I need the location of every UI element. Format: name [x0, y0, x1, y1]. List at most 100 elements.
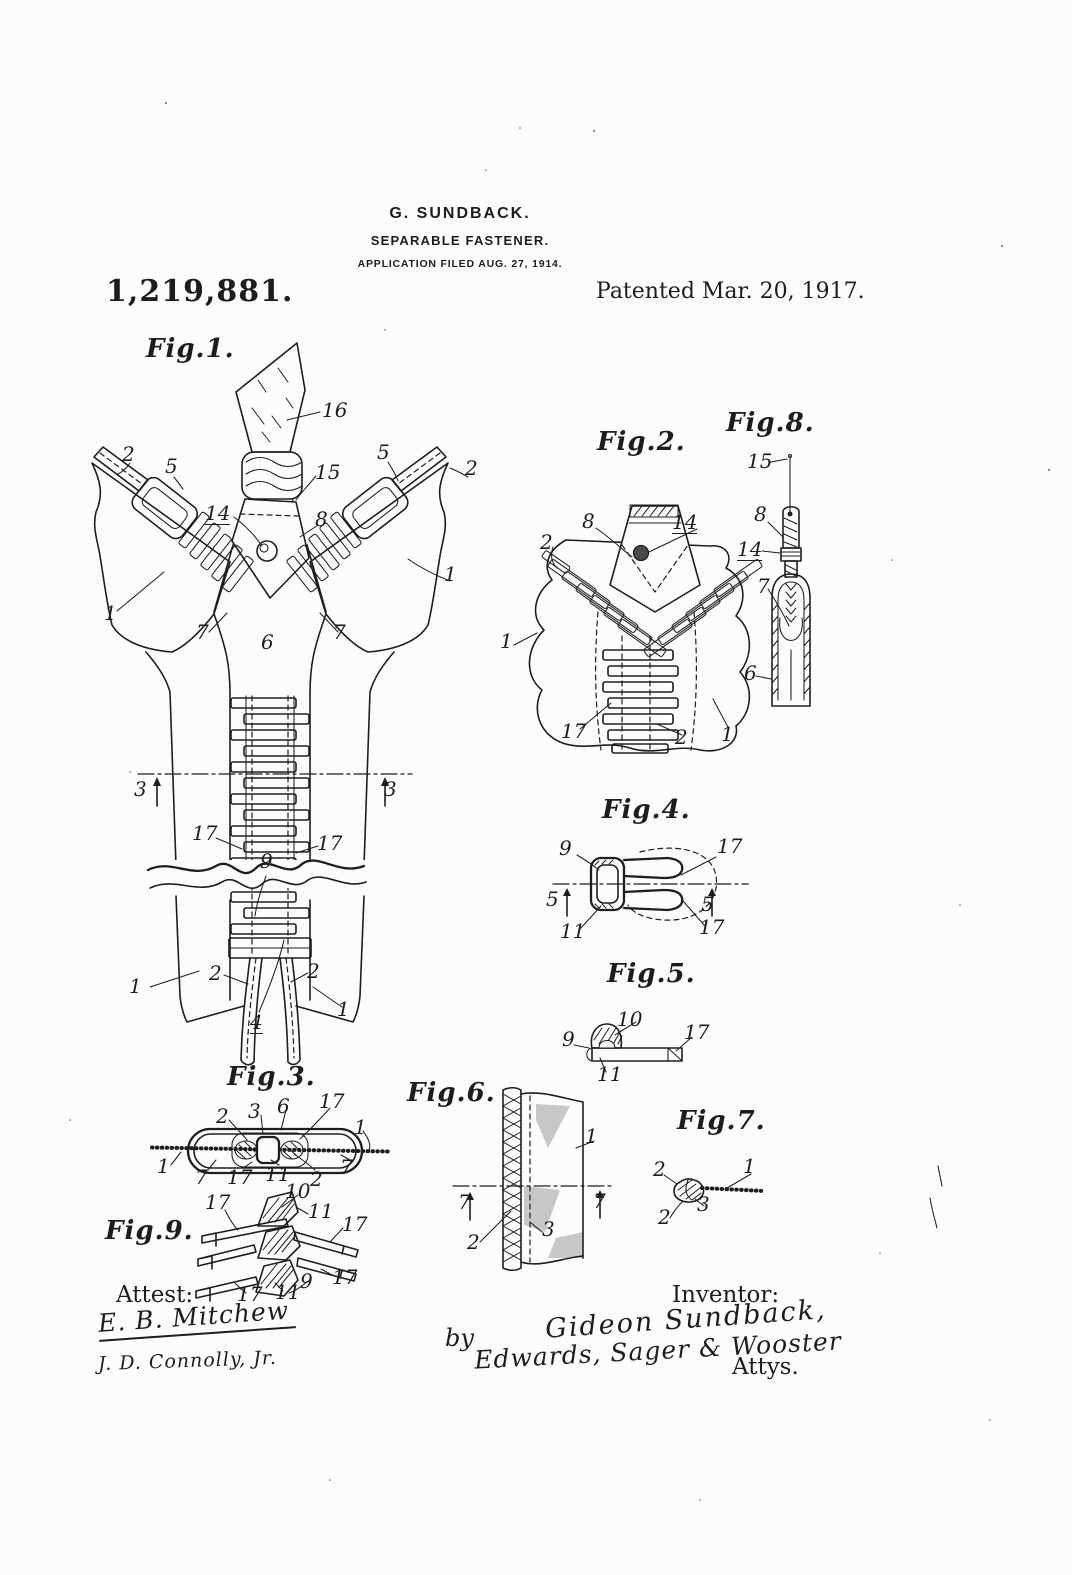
- fig8-ref-6-4: 6: [744, 661, 757, 685]
- fig3-ref-17-3: 17: [319, 1089, 345, 1113]
- fig5-ref-11-3: 11: [597, 1062, 623, 1086]
- fig1-ref-1-21: 1: [337, 997, 350, 1021]
- fig2-ref-14-1: 14: [672, 510, 698, 534]
- fig5-ref-9-1: 9: [562, 1027, 575, 1051]
- fig7-ref-1-1: 1: [743, 1154, 756, 1178]
- fig1-ref-3-13: 3: [134, 777, 147, 801]
- fig8-ref-7-3: 7: [757, 574, 770, 598]
- fig6-ref-7-1: 7: [458, 1190, 471, 1214]
- fig2-ref-2-5: 2: [675, 725, 688, 749]
- patent-date: Patented Mar. 20, 1917.: [596, 279, 865, 304]
- fig1-ref-17-16: 17: [317, 831, 343, 855]
- fig4-title: Fig.4.: [602, 795, 691, 825]
- invention-title-heading: SEPARABLE FASTENER.: [370, 233, 550, 248]
- fig6-title: Fig.6.: [407, 1078, 496, 1108]
- fig2-ref-2-2: 2: [540, 530, 553, 554]
- fig1-title: Fig.1.: [146, 334, 235, 364]
- fig3-ref-7-10: 7: [340, 1155, 353, 1179]
- fig7-ref-3-2: 3: [697, 1192, 710, 1216]
- fig1-ref-3-14: 3: [384, 777, 397, 801]
- fig9-ref-11-6: 11: [275, 1280, 301, 1304]
- fig3-title: Fig.3.: [227, 1062, 316, 1092]
- inventor-name-heading: G. SUNDBACK.: [389, 205, 531, 222]
- scan-specks: [69, 102, 1050, 1501]
- attest-label: Attest:: [116, 1282, 194, 1308]
- patent-number: 1,219,881.: [106, 274, 294, 309]
- fig3-drawing: [150, 1107, 390, 1175]
- inventor-label: Inventor:: [672, 1282, 780, 1308]
- fig2-ref-1-3: 1: [500, 629, 513, 653]
- fig4-drawing: [552, 847, 749, 931]
- fig4-ref-17-5: 17: [699, 915, 725, 939]
- fig2-title: Fig.2.: [597, 427, 686, 457]
- fig5-drawing: [573, 1021, 693, 1073]
- fig4-ref-9-0: 9: [559, 836, 572, 860]
- by-label: by: [445, 1324, 474, 1352]
- fig2-ref-17-4: 17: [561, 719, 587, 743]
- fig1-drawing: [91, 342, 469, 1066]
- fig1-ref-7-12: 7: [333, 620, 346, 644]
- fig1-ref-5-4: 5: [377, 440, 390, 464]
- fig8-ref-8-1: 8: [754, 502, 767, 526]
- fig4-ref-5-2: 5: [546, 887, 559, 911]
- fig9-ref-17-4: 17: [332, 1265, 358, 1289]
- fig7-title: Fig.7.: [677, 1106, 766, 1136]
- application-filed-line: APPLICATION FILED AUG. 27, 1914.: [357, 258, 563, 270]
- fig9-ref-10-0: 10: [285, 1179, 311, 1203]
- fig6-ref-2-3: 2: [467, 1230, 480, 1254]
- fig8-ref-15-0: 15: [747, 449, 773, 473]
- fig1-ref-2-1: 2: [122, 442, 135, 466]
- fig3-ref-7-6: 7: [195, 1165, 208, 1189]
- fig1-ref-2-18: 2: [209, 961, 222, 985]
- fig8-title: Fig.8.: [726, 408, 815, 438]
- fig7-drawing: [663, 1165, 943, 1229]
- fig1-ref-7-10: 7: [196, 620, 209, 644]
- fig9-ref-17-1: 17: [205, 1190, 231, 1214]
- fig3-ref-3-1: 3: [248, 1099, 261, 1123]
- fig4-ref-11-4: 11: [560, 919, 586, 943]
- fig1-ref-1-20: 1: [129, 974, 142, 998]
- fig2-ref-1-6: 1: [721, 722, 734, 746]
- fig6-ref-7-2: 7: [593, 1189, 606, 1213]
- fig9-title: Fig.9.: [105, 1216, 194, 1246]
- fig1-ref-14-6: 14: [205, 501, 231, 525]
- fig9-ref-11-2: 11: [308, 1199, 334, 1223]
- fig5-ref-10-0: 10: [617, 1007, 643, 1031]
- fig4-ref-17-1: 17: [717, 834, 743, 858]
- fig6-ref-1-0: 1: [585, 1124, 598, 1148]
- fig1-ref-6-11: 6: [261, 630, 274, 654]
- fig8-drawing: [755, 453, 811, 707]
- fig1-ref-1-9: 1: [444, 562, 457, 586]
- fig6-ref-3-4: 3: [542, 1217, 555, 1241]
- fig1-ref-4-22: 4: [250, 1010, 263, 1034]
- fig1-ref-2-19: 2: [307, 959, 320, 983]
- fig1-ref-17-15: 17: [192, 821, 218, 845]
- fig2-ref-8-0: 8: [582, 509, 595, 533]
- fig1-ref-16-0: 16: [322, 398, 348, 422]
- fig1-ref-9-17: 9: [260, 849, 273, 873]
- fig3-ref-2-9: 2: [310, 1167, 323, 1191]
- fig4-ref-5-3: 5: [701, 892, 714, 916]
- fig6-drawing: [452, 1086, 613, 1272]
- fig7-ref-2-3: 2: [658, 1205, 671, 1229]
- fig5-ref-17-2: 17: [684, 1020, 710, 1044]
- fig1-ref-5-2: 5: [165, 454, 178, 478]
- fig5-title: Fig.5.: [607, 959, 696, 989]
- fig7-ref-2-0: 2: [653, 1157, 666, 1181]
- fig9-drawing: [195, 1191, 359, 1302]
- fig3-ref-1-4: 1: [354, 1115, 367, 1139]
- fig9-ref-17-3: 17: [342, 1212, 368, 1236]
- fig9-ref-17-7: 17: [237, 1282, 263, 1306]
- attorneys-label: Attys.: [732, 1354, 799, 1380]
- fig1-ref-15-3: 15: [315, 460, 341, 484]
- fig1-ref-2-5: 2: [465, 456, 478, 480]
- fig3-ref-11-8: 11: [265, 1162, 291, 1186]
- fig1-ref-1-8: 1: [104, 601, 117, 625]
- fig8-ref-14-2: 14: [737, 537, 763, 561]
- fig3-ref-6-2: 6: [277, 1094, 290, 1118]
- fig3-ref-17-7: 17: [227, 1165, 253, 1189]
- fig9-ref-9-5: 9: [300, 1269, 313, 1293]
- fig3-ref-1-5: 1: [157, 1154, 170, 1178]
